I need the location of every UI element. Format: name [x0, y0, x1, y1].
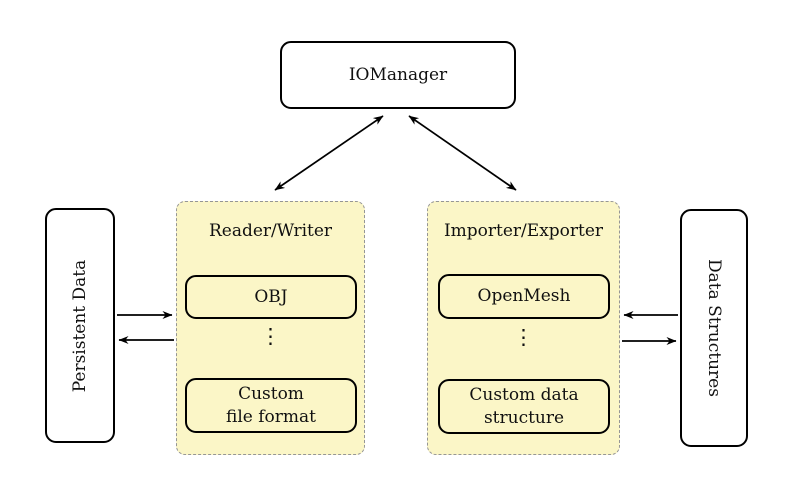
obj-node: OBJ — [185, 275, 357, 319]
custom-file-format-line1: Custom — [238, 384, 304, 405]
persistent-data-node: Persistent Data — [45, 208, 115, 443]
iomanager-node: IOManager — [280, 41, 516, 109]
custom-data-structure-line2: structure — [483, 407, 565, 428]
iomanager-label: IOManager — [348, 65, 448, 85]
double-arrow-iomanager-readerwriter — [274, 115, 384, 191]
reader-writer-ellipsis: ⋮ — [260, 324, 281, 348]
persistent-data-label: Persistent Data — [70, 259, 90, 392]
reader-writer-group: Reader/Writer OBJ ⋮ Custom file format — [176, 201, 365, 455]
custom-file-format-line2: file format — [226, 406, 316, 427]
custom-data-structure-line1: Custom data — [469, 385, 579, 406]
data-structures-label: Data Structures — [704, 259, 724, 397]
custom-data-structure-node: Custom data structure — [438, 379, 610, 434]
importer-exporter-ellipsis: ⋮ — [513, 325, 534, 349]
importer-exporter-group-title: Importer/Exporter — [443, 221, 604, 241]
importer-exporter-group: Importer/Exporter OpenMesh ⋮ Custom data… — [427, 201, 620, 455]
double-arrow-iomanager-importerexporter — [408, 115, 517, 191]
data-structures-node: Data Structures — [680, 209, 748, 447]
openmesh-node: OpenMesh — [438, 274, 610, 319]
openmesh-label: OpenMesh — [477, 286, 571, 307]
reader-writer-group-title: Reader/Writer — [208, 221, 333, 241]
obj-label: OBJ — [254, 286, 288, 307]
custom-file-format-node: Custom file format — [185, 378, 357, 433]
